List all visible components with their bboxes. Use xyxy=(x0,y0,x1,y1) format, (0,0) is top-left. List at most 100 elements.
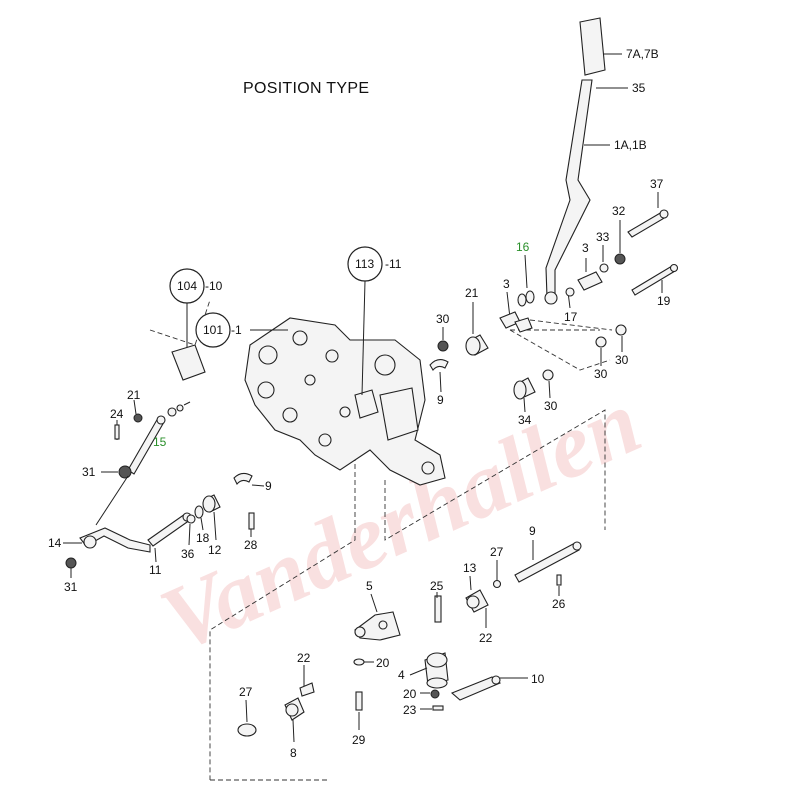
label-17: 17 xyxy=(564,310,578,324)
label-27-mid: 27 xyxy=(490,545,504,559)
label-9-upper: 9 xyxy=(437,393,444,407)
part-26 xyxy=(556,574,562,586)
label-26: 26 xyxy=(552,597,566,611)
label-28: 28 xyxy=(244,538,258,552)
part-12 xyxy=(202,494,221,513)
part-13 xyxy=(465,589,489,613)
label-104-sub: -10 xyxy=(205,279,223,293)
part-30-c xyxy=(615,324,627,336)
label-13: 13 xyxy=(463,561,477,575)
label-101: 101 xyxy=(203,323,223,337)
part-29 xyxy=(355,691,363,711)
part-8 xyxy=(284,697,305,721)
label-4: 4 xyxy=(398,668,405,682)
diagram-title: POSITION TYPE xyxy=(243,80,369,97)
part-23 xyxy=(432,705,444,711)
label-22-lower: 22 xyxy=(297,651,311,665)
label-15: 15 xyxy=(153,435,167,449)
part-30-a xyxy=(437,340,449,352)
part-27-mid xyxy=(492,579,502,589)
part-28 xyxy=(248,512,255,530)
label-113-sub: -11 xyxy=(385,257,402,271)
part-20-upper xyxy=(353,658,365,666)
callout-101: 101 -1 xyxy=(195,312,288,348)
label-20-lower: 20 xyxy=(403,687,417,701)
label-21-left: 21 xyxy=(127,388,141,402)
label-25: 25 xyxy=(430,579,444,593)
part-4 xyxy=(424,652,449,689)
label-37: 37 xyxy=(650,177,664,191)
transmission-housing xyxy=(244,317,446,486)
part-33 xyxy=(599,263,609,273)
label-7a7b: 7A,7B xyxy=(626,47,659,61)
label-33: 33 xyxy=(596,230,610,244)
control-lever xyxy=(544,17,606,305)
part-20-lower xyxy=(430,689,440,699)
part-31-lower xyxy=(65,557,77,569)
part-21-upper xyxy=(465,334,489,356)
label-19: 19 xyxy=(657,294,671,308)
label-30-b: 30 xyxy=(594,367,608,381)
label-11: 11 xyxy=(149,563,162,577)
label-31-lower: 31 xyxy=(64,580,78,594)
part-19 xyxy=(631,263,679,296)
label-3-right: 3 xyxy=(582,241,589,255)
label-30-d: 30 xyxy=(544,399,558,413)
lever-grip xyxy=(579,17,606,76)
part-36 xyxy=(186,514,196,524)
part-22-lower xyxy=(299,682,315,697)
part-17 xyxy=(565,287,575,297)
part-32 xyxy=(614,253,626,265)
label-12: 12 xyxy=(208,543,222,557)
part-3-right xyxy=(577,271,603,291)
label-14: 14 xyxy=(48,536,62,550)
cover-plate-104 xyxy=(171,344,206,381)
part-11 xyxy=(147,512,192,547)
label-3-left: 3 xyxy=(503,277,510,291)
label-104: 104 xyxy=(177,279,197,293)
label-1a1b: 1A,1B xyxy=(614,138,647,152)
label-5: 5 xyxy=(366,579,373,593)
label-36: 36 xyxy=(181,547,195,561)
label-30-c: 30 xyxy=(615,353,629,367)
part-18 xyxy=(194,505,204,519)
label-113: 113 xyxy=(355,257,374,271)
part-34 xyxy=(513,377,536,400)
label-21-upper: 21 xyxy=(465,286,479,300)
label-30-a: 30 xyxy=(436,312,450,326)
label-29: 29 xyxy=(352,733,366,747)
part-30-d xyxy=(542,369,554,381)
label-27-lower: 27 xyxy=(239,685,253,699)
part-14 xyxy=(79,527,151,553)
part-30-b xyxy=(595,336,607,348)
part-31-upper xyxy=(118,465,132,479)
lever-pivot xyxy=(544,291,558,305)
label-10: 10 xyxy=(531,672,545,686)
part-16 xyxy=(517,290,535,307)
label-32: 32 xyxy=(612,204,626,218)
label-24: 24 xyxy=(110,407,124,421)
part-9-upper xyxy=(429,359,449,371)
label-8: 8 xyxy=(290,746,297,760)
label-35: 35 xyxy=(632,81,646,95)
assembly-frames xyxy=(149,299,611,781)
part-21-left xyxy=(133,413,143,423)
part-5 xyxy=(354,611,401,641)
label-20-upper: 20 xyxy=(376,656,390,670)
part-10 xyxy=(450,675,502,701)
label-34: 34 xyxy=(518,413,532,427)
part-9-left xyxy=(233,472,253,485)
label-16: 16 xyxy=(516,240,530,254)
label-9-rod: 9 xyxy=(529,524,536,538)
part-15 xyxy=(127,415,166,475)
label-18: 18 xyxy=(196,531,210,545)
part-27-lower xyxy=(237,723,257,737)
part-9-rod xyxy=(514,541,582,583)
part-37 xyxy=(627,209,669,238)
callout-104: 104 -10 xyxy=(169,268,223,350)
label-23: 23 xyxy=(403,703,417,717)
lever-rod xyxy=(545,79,593,298)
part-labels: 7A,7B 35 1A,1B 37 32 16 3 33 3 19 21 30 … xyxy=(48,47,671,760)
label-22-mid: 22 xyxy=(479,631,493,645)
